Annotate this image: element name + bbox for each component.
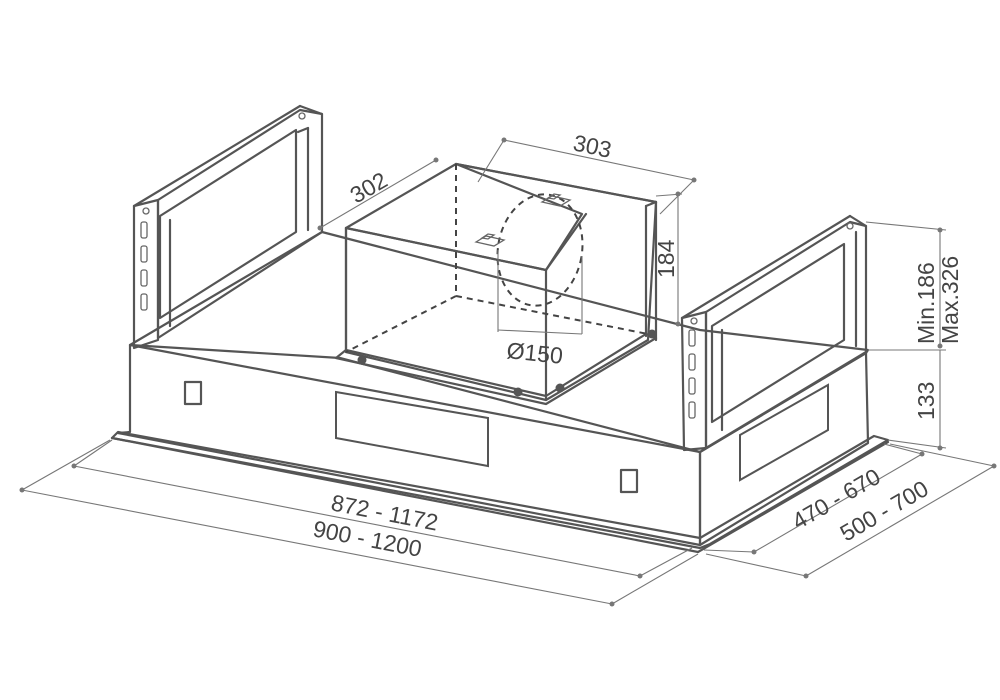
duct-outlet bbox=[496, 193, 584, 307]
control-panel bbox=[335, 390, 489, 468]
top-latch-2 bbox=[540, 193, 572, 207]
side-grille bbox=[739, 383, 829, 482]
hood-body bbox=[110, 230, 890, 554]
right-frame-slots bbox=[688, 222, 854, 419]
label-top-width: 303 bbox=[571, 129, 614, 162]
label-duct-diameter: Ø150 bbox=[505, 337, 564, 369]
label-frame-height: Min.186 Max.326 bbox=[913, 256, 963, 344]
right-support-frame bbox=[680, 214, 868, 452]
left-support-frame bbox=[132, 104, 324, 350]
front-light-right bbox=[619, 468, 639, 494]
label-chimney-height: 184 bbox=[653, 239, 679, 278]
top-latch-1 bbox=[474, 233, 506, 247]
front-light-left bbox=[183, 380, 203, 406]
label-top-depth: 302 bbox=[346, 167, 392, 209]
label-body-height: 133 bbox=[913, 382, 939, 420]
label-frame-max: Max.326 bbox=[937, 256, 963, 344]
label-frame-min: Min.186 bbox=[913, 262, 939, 344]
left-frame-slots bbox=[140, 112, 306, 311]
chimney-box bbox=[334, 162, 658, 406]
dimension-lines bbox=[19, 137, 997, 607]
